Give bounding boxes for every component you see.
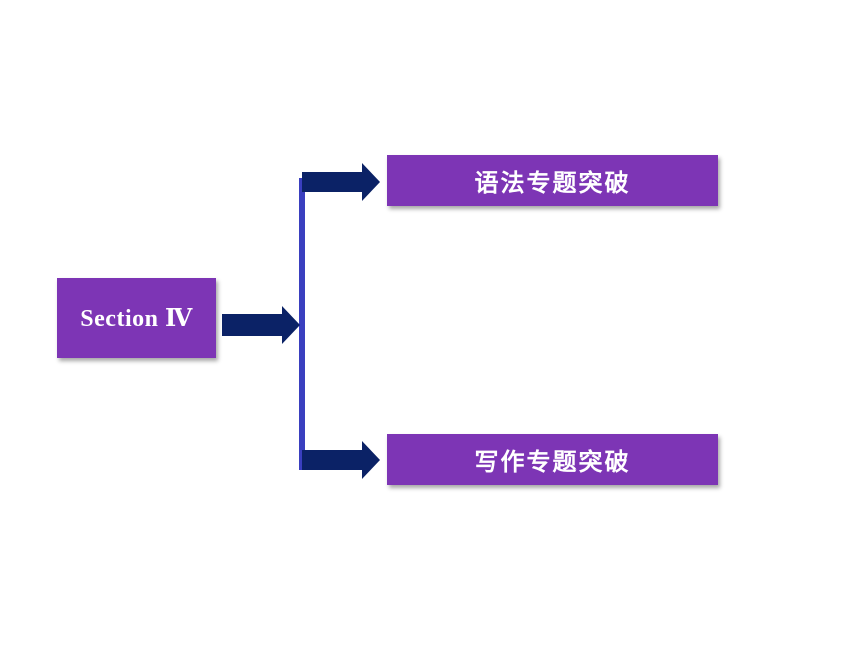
- bottom-branch-arrow: [302, 441, 380, 479]
- root-node-label: Section Ⅳ: [80, 306, 193, 332]
- top-branch-arrow: [302, 163, 380, 201]
- branch-node-label-grammar: 语法专题突破: [474, 169, 631, 197]
- vertical-connector-line: [299, 178, 305, 470]
- branch-node-writing: 写作专题突破: [387, 434, 718, 485]
- branch-node-grammar: 语法专题突破: [387, 155, 718, 206]
- root-node-section: Section Ⅳ: [57, 278, 216, 358]
- branch-node-label-writing: 写作专题突破: [474, 448, 631, 476]
- root-arrow: [222, 306, 300, 344]
